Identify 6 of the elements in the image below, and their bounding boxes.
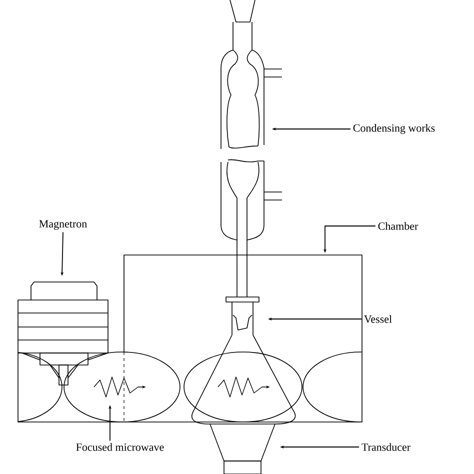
part-label: Transducer: [362, 443, 410, 451]
part-label: Focused microwave: [76, 443, 164, 451]
part-label: Chamber: [378, 222, 418, 230]
part-label: Magnetron: [39, 220, 87, 230]
part-label: Vessel: [364, 315, 392, 323]
part-label: Condensing works: [353, 124, 435, 134]
